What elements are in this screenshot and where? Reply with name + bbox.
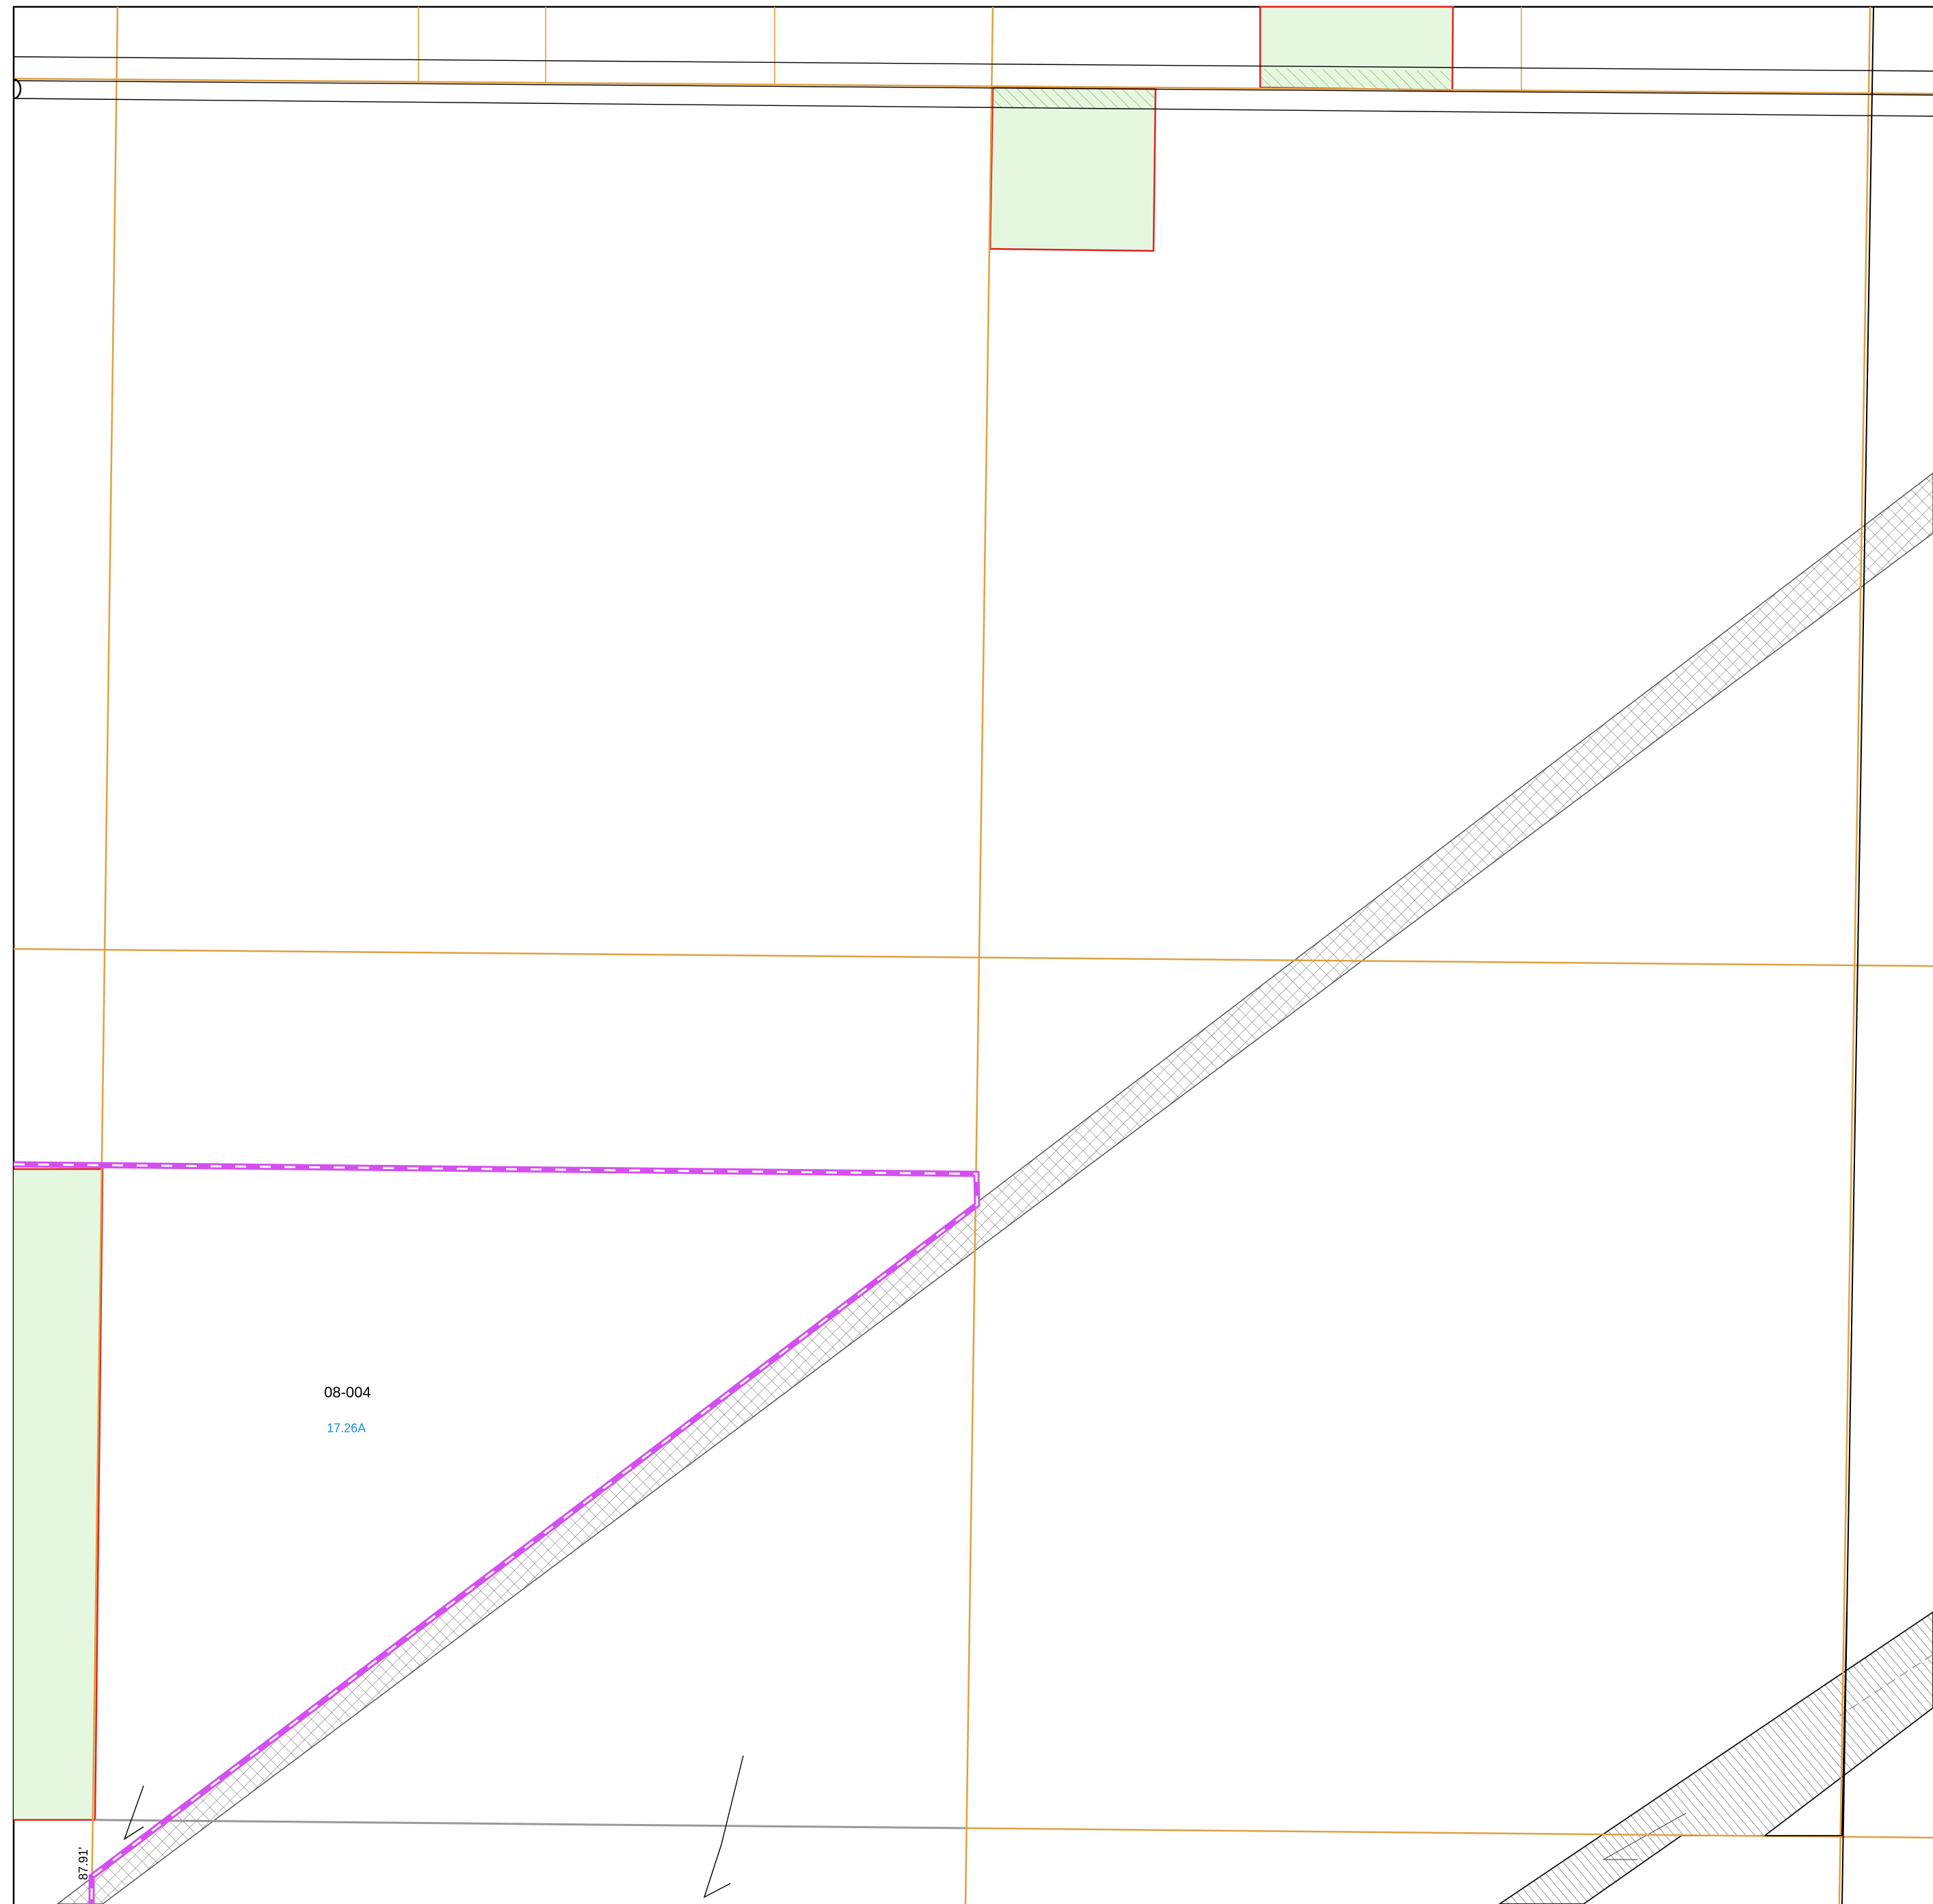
lot-line-h1 xyxy=(13,948,1933,967)
section-line-east-a xyxy=(1841,6,1874,1904)
section-line-east-b xyxy=(1841,1611,1848,1836)
lot-line-road xyxy=(13,77,1933,95)
break-mark-center xyxy=(703,1755,744,1899)
break-marks xyxy=(123,1755,744,1899)
easement-area-left xyxy=(14,1169,103,1820)
easement-outline-left xyxy=(14,1168,104,1821)
dimension-label: 87.91' xyxy=(77,1847,90,1880)
road-corridor-centerline xyxy=(1839,1654,1933,1717)
easement-hatch-upper xyxy=(993,88,1156,109)
subject-parcel-boundary xyxy=(13,1161,981,1904)
subject-boundary-dash xyxy=(13,1163,978,1904)
break-mark-left xyxy=(123,1785,144,1840)
lot-line-v2 xyxy=(964,6,994,1904)
parcel-id-label[interactable]: 08-004 xyxy=(324,1384,371,1401)
row-line-south xyxy=(13,98,1933,117)
easement-area-upper xyxy=(989,86,1157,252)
row-line-mid xyxy=(13,80,1933,96)
lot-line-v3 xyxy=(1838,6,1871,1904)
easement-areas xyxy=(14,5,1454,1821)
road-corridor-offset xyxy=(1601,1812,1687,1860)
lot-line-v1 xyxy=(90,6,119,1904)
parcel-area-label: 17.26A xyxy=(327,1421,366,1435)
easement-hatch-top xyxy=(1260,68,1453,90)
frame-mark xyxy=(13,78,22,100)
row-line-north xyxy=(13,56,1933,72)
gray-boundary-line xyxy=(94,1819,966,1829)
road-right-of-way xyxy=(13,6,1933,1904)
